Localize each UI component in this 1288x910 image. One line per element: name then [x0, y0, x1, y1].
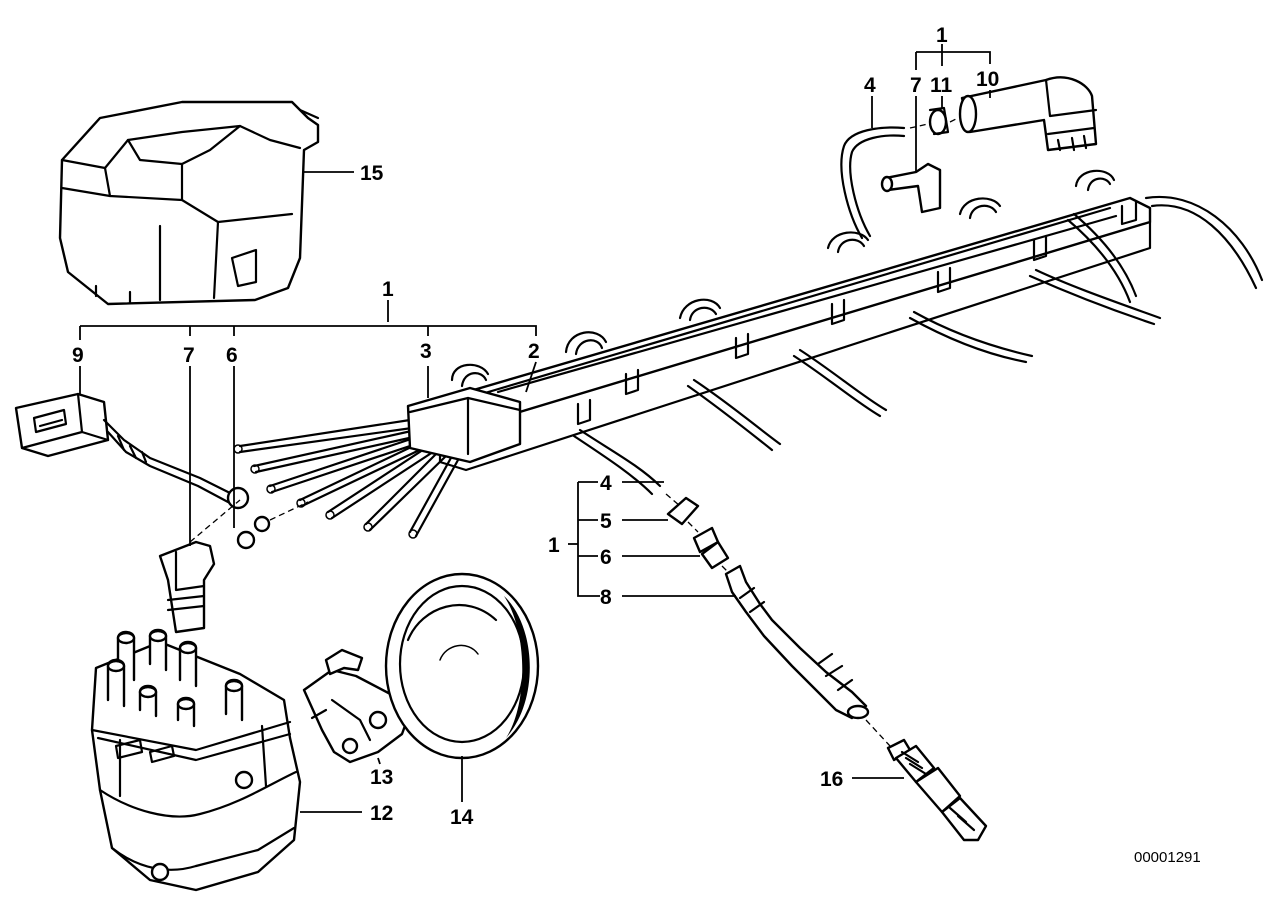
callout-15: 15: [360, 162, 384, 185]
harness-connector: [14, 392, 250, 510]
callout-2: 2: [528, 340, 540, 363]
distributor-cap: [90, 628, 302, 892]
callout-6-right: 6: [600, 546, 612, 569]
callout-10: 10: [976, 68, 999, 91]
callout-7-left: 7: [183, 344, 195, 367]
callout-11: 11: [930, 74, 953, 97]
callout-5: 5: [600, 510, 612, 533]
coil-connector-parts: [880, 76, 1098, 214]
callout-1-mid: 1: [382, 278, 394, 301]
dust-cover: [384, 572, 540, 760]
spark-plug-connector-chain: [665, 493, 891, 747]
callout-leader-lines: [79, 44, 991, 813]
ignition-lead-cover: [58, 100, 320, 306]
distributor-lead-connector: [158, 499, 309, 634]
callout-16: 16: [820, 768, 843, 791]
diagram-reference-number: 00001291: [1134, 849, 1201, 866]
spark-plug: [886, 738, 988, 842]
callout-numbers: 1 11 10 7 4 15 1 9 7 6 3 2 4 5 1 6 8 13 …: [72, 24, 1201, 866]
callout-1-right: 1: [548, 534, 560, 557]
callout-12: 12: [370, 802, 393, 825]
callout-13: 13: [370, 766, 393, 789]
callout-3: 3: [420, 340, 432, 363]
callout-14: 14: [450, 806, 474, 829]
callout-4-right: 4: [600, 472, 612, 495]
callout-7-top: 7: [910, 74, 922, 97]
callout-8: 8: [600, 586, 612, 609]
callout-6-left: 6: [226, 344, 238, 367]
callout-1-top: 1: [936, 24, 948, 47]
ignition-harness: [233, 126, 1264, 539]
callout-4-top: 4: [864, 74, 876, 97]
callout-9: 9: [72, 344, 84, 367]
distributor-rotor: [302, 648, 412, 764]
